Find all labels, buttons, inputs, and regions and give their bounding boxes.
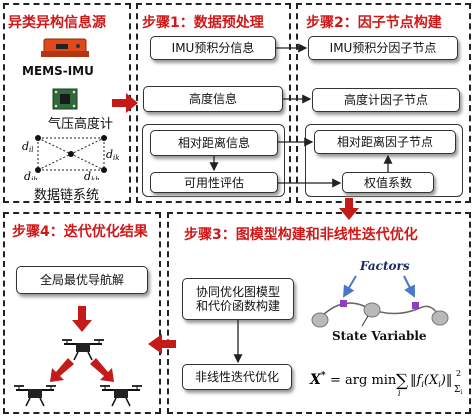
step2-title: 步骤2：因子节点构建 <box>306 15 442 31</box>
imu-info-box: IMU预积分信息 <box>150 36 276 60</box>
graph-build-box: 协同优化图模型和代价函数构建 <box>182 278 294 320</box>
distance-info-box: 相对距离信息 <box>150 130 278 156</box>
data-link-graph: dil dik djh dkh <box>22 135 120 180</box>
graph-build-text: 协同优化图模型和代价函数构建 <box>195 285 280 313</box>
imu-device-icon <box>41 38 89 57</box>
svg-text:∑: ∑ <box>396 371 408 391</box>
state-node <box>363 302 381 318</box>
state-node <box>431 310 449 326</box>
data-link-label: 数据链系统 <box>34 188 100 203</box>
factor-graph: Factors State Variable <box>311 259 449 343</box>
d-kh-label: dkh <box>84 170 100 180</box>
factor-node <box>340 300 347 307</box>
step4-title: 步骤4：迭代优化结果 <box>12 222 152 242</box>
state-node <box>311 312 329 328</box>
link-node <box>101 167 107 173</box>
step1-title: 步骤1：数据预处理 <box>142 15 264 31</box>
barometer-board-icon <box>52 88 78 110</box>
barometer-label: 气压高度计 <box>48 117 114 132</box>
factor-node <box>412 302 419 309</box>
d-il-label: dil <box>22 140 34 154</box>
imu-label: MEMS-IMU <box>22 64 94 78</box>
link-node <box>101 135 107 141</box>
svg-text:= arg min: = arg min <box>330 373 397 388</box>
svg-text:Σi: Σi <box>454 385 462 396</box>
link-node <box>68 151 74 157</box>
drone-icon <box>14 385 56 407</box>
distance-factor-box: 相对距离因子节点 <box>314 130 456 154</box>
d-jh-label: djh <box>24 170 38 180</box>
drone-icon <box>100 385 142 407</box>
factor-group-frame <box>305 124 463 197</box>
factors-label: Factors <box>359 259 410 273</box>
svg-text:2: 2 <box>456 369 461 378</box>
step2-panel <box>296 3 471 203</box>
d-ik-label: dik <box>106 148 120 162</box>
distance-group-frame <box>142 124 285 197</box>
step3-panel <box>167 212 471 414</box>
state-variable-label: State Variable <box>332 329 427 343</box>
availability-box: 可用性评估 <box>150 172 278 193</box>
link-node <box>35 135 41 141</box>
height-factor-box: 高度计因子节点 <box>312 88 460 112</box>
nonlinear-opt-box: 非线性迭代优化 <box>182 364 292 390</box>
step3-title: 步骤3：图模型构建和非线性迭代优化 <box>184 227 418 243</box>
svg-text:‖fi(Xi)‖: ‖fi(Xi)‖ <box>410 373 452 389</box>
source-title: 异类异构信息源 <box>8 15 106 31</box>
height-info-box: 高度信息 <box>143 86 283 112</box>
step4-panel <box>3 212 161 414</box>
svg-text:i: i <box>398 389 401 398</box>
optimization-formula: X* = arg min ∑ i ‖fi(Xi)‖ 2 Σi <box>309 369 462 398</box>
drone-icon <box>62 339 104 361</box>
global-result-box: 全局最优导航解 <box>16 266 148 294</box>
link-node <box>35 167 41 173</box>
svg-text:X*: X* <box>309 371 326 388</box>
step4-title-text: 步骤4：迭代优化结果 <box>12 224 148 240</box>
imu-factor-box: IMU预积分因子节点 <box>308 36 458 60</box>
weight-box: 权值系数 <box>342 172 434 193</box>
